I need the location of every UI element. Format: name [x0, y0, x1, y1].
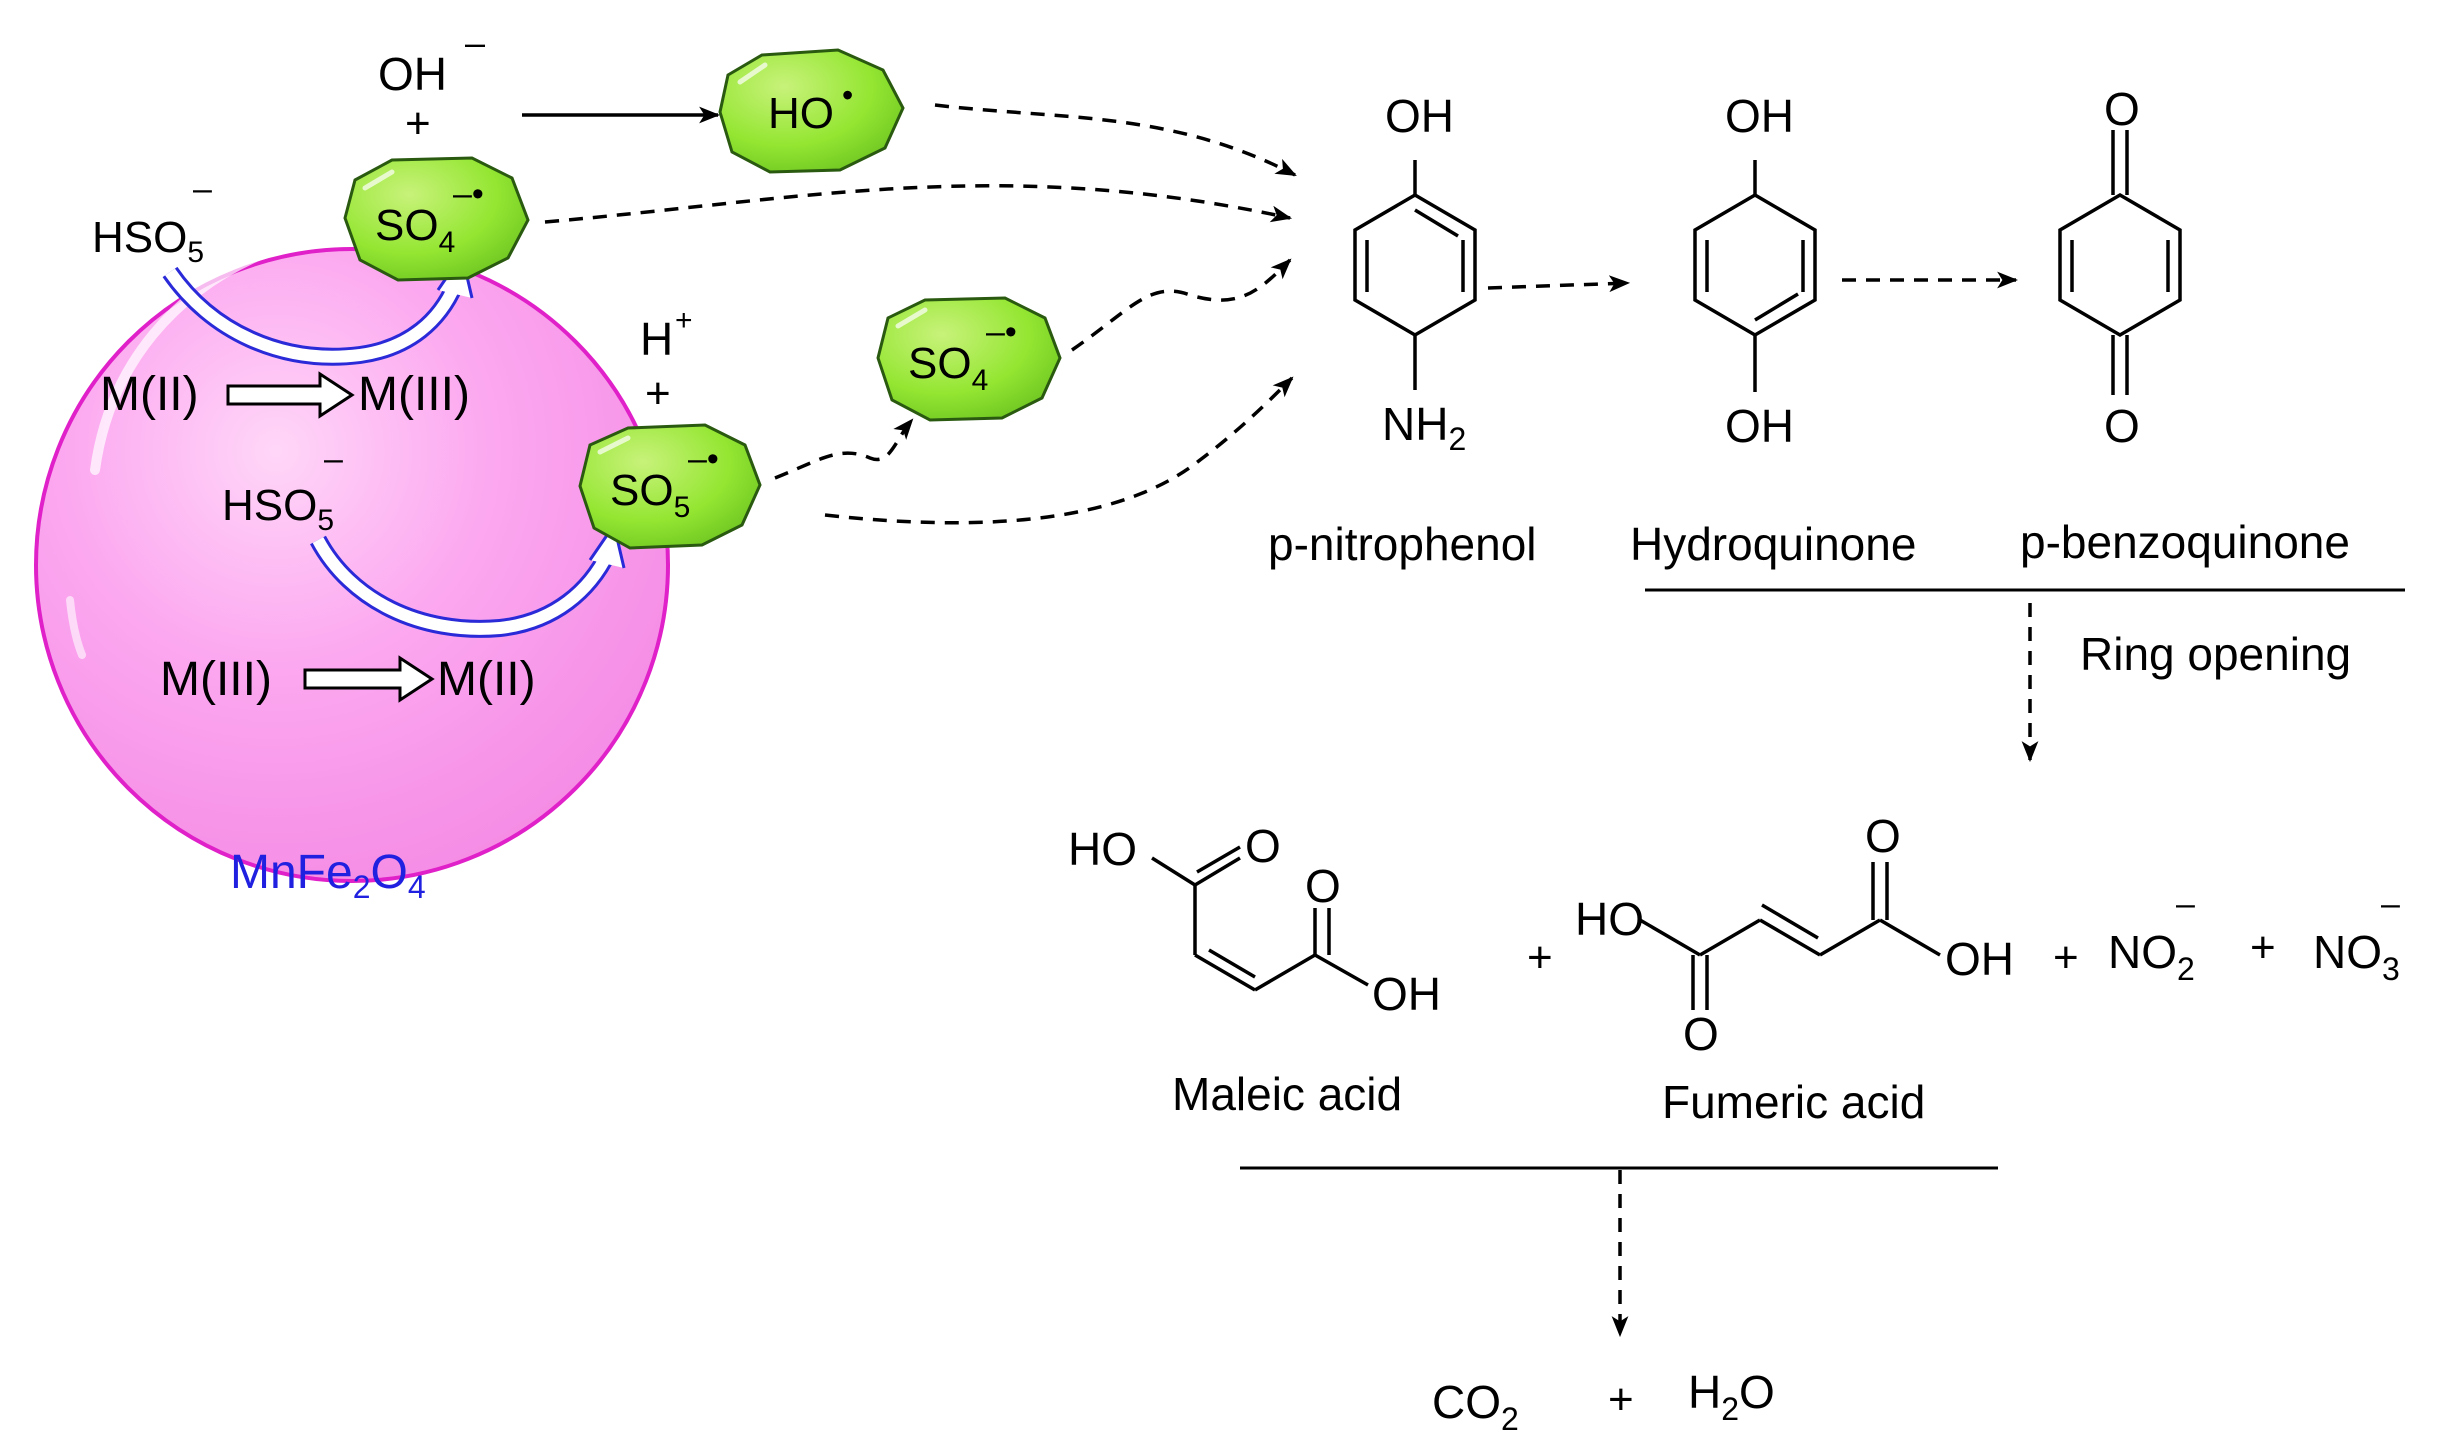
- svg-text:OH: OH: [378, 48, 447, 100]
- p-nitrophenol-nh2: NH2: [1382, 398, 1466, 457]
- fumeric-acid-structure: [1639, 862, 1941, 1010]
- svg-text:–: –: [324, 440, 343, 478]
- plus-before-nitrate: +: [2250, 923, 2276, 972]
- svg-text:H: H: [640, 313, 673, 365]
- fumeric-acid-name: Fumeric acid: [1662, 1076, 1925, 1128]
- plus-final: +: [1608, 1375, 1634, 1424]
- hydroquinone-name: Hydroquinone: [1630, 518, 1916, 570]
- p-nitrophenol-oh: OH: [1385, 90, 1454, 142]
- fumeric-o-bottom: O: [1683, 1008, 1719, 1060]
- hydroxide-ion: OH – +: [378, 22, 485, 148]
- hydroquinone-oh-top: OH: [1725, 90, 1794, 142]
- redox-top-to: M(III): [358, 368, 470, 421]
- co2-product: CO2: [1432, 1376, 1519, 1437]
- redox-top-arrow: [226, 371, 355, 419]
- svg-text:–•: –•: [453, 175, 484, 213]
- oxidant-hso5-bottom: HSO5 –: [222, 440, 343, 537]
- sphere-highlight: [90, 250, 265, 475]
- p-benzoquinone-name: p-benzoquinone: [2020, 516, 2350, 568]
- hydroquinone-oh-bottom: OH: [1725, 400, 1794, 452]
- redox-bottom-from: M(III): [160, 653, 272, 706]
- radical-sulfate-a: SO4 –•: [343, 156, 530, 282]
- maleic-ho: HO: [1068, 823, 1137, 875]
- radical-sulfate-b: SO4 –•: [876, 296, 1062, 422]
- svg-text:SO5: SO5: [610, 466, 690, 524]
- sphere-highlight-small: [66, 596, 86, 659]
- h2o-product: H2O: [1688, 1366, 1775, 1427]
- fumeric-o-top: O: [1865, 810, 1901, 862]
- dashed-attack-arrows: [544, 103, 2039, 1338]
- maleic-oh: OH: [1372, 968, 1441, 1020]
- fumeric-oh: OH: [1945, 933, 2014, 985]
- plus-before-nitrite: +: [2053, 933, 2079, 982]
- ring-opening-label: Ring opening: [2080, 628, 2351, 680]
- oxidant-hso5-top: HSO5 –: [92, 170, 212, 269]
- p-benzoquinone-o-top: O: [2104, 83, 2140, 135]
- svg-text:NO3: NO3: [2313, 926, 2400, 987]
- redox-top-from: M(II): [100, 368, 199, 421]
- svg-text:HSO5: HSO5: [92, 213, 204, 269]
- svg-text:HO: HO: [768, 89, 834, 138]
- maleic-acid-name: Maleic acid: [1172, 1068, 1402, 1120]
- plus-between-acids: +: [1527, 933, 1553, 982]
- svg-text:NO2: NO2: [2108, 926, 2195, 987]
- p-benzoquinone-o-bottom: O: [2104, 400, 2140, 452]
- electron-transfer-arrow-bottom: [310, 523, 626, 638]
- fumeric-ho: HO: [1575, 893, 1644, 945]
- catalyst-label: MnFe2O4: [230, 846, 426, 905]
- p-nitrophenol-structure: [1353, 160, 1477, 390]
- radical-hydroxyl: HO •: [718, 48, 905, 174]
- svg-text:–•: –•: [688, 440, 719, 478]
- svg-text:–: –: [193, 170, 212, 208]
- radical-peroxymonosulfate: SO5 –•: [578, 423, 762, 550]
- catalyst-particle: [34, 247, 670, 883]
- nitrite-ion: NO2 –: [2108, 885, 2195, 987]
- maleic-o-right: O: [1305, 860, 1341, 912]
- proton: H + +: [640, 304, 693, 418]
- p-nitrophenol-name: p-nitrophenol: [1268, 518, 1537, 570]
- catalyst-sphere: [34, 247, 670, 883]
- redox-bottom-arrow: [303, 655, 435, 703]
- svg-text:•: •: [842, 77, 853, 113]
- maleic-o-top: O: [1245, 820, 1281, 872]
- svg-text:+: +: [405, 99, 431, 148]
- svg-text:–•: –•: [986, 313, 1017, 351]
- svg-text:SO4: SO4: [375, 201, 455, 259]
- maleic-acid-structure: [1151, 845, 1369, 992]
- svg-text:SO4: SO4: [908, 339, 988, 397]
- hydroquinone-structure: [1693, 160, 1817, 392]
- svg-text:–: –: [465, 22, 485, 63]
- nitrate-ion: NO3 –: [2313, 885, 2400, 987]
- svg-text:HSO5: HSO5: [222, 481, 334, 537]
- svg-text:–: –: [2176, 885, 2195, 923]
- svg-text:+: +: [645, 369, 671, 418]
- redox-bottom-to: M(II): [437, 653, 536, 706]
- svg-text:+: +: [675, 304, 693, 337]
- p-benzoquinone-structure: [2058, 130, 2182, 395]
- svg-text:–: –: [2381, 885, 2400, 923]
